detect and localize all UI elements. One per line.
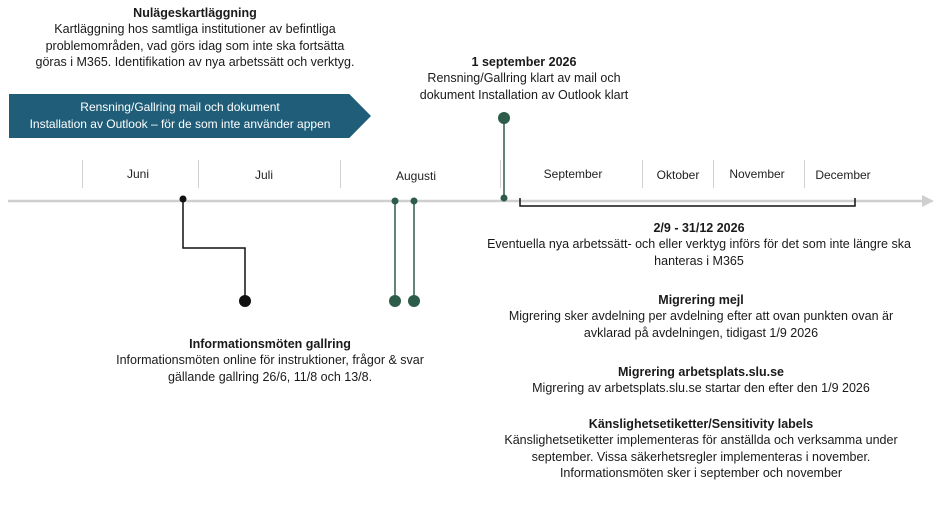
- sensitivity-labels-line: Känslighetsetiketter implementeras för a…: [504, 433, 898, 447]
- migrering-arbetsplats-block: Migrering arbetsplats.slu.se Migrering a…: [470, 364, 932, 397]
- info-meeting-end-dot: [239, 295, 251, 307]
- period-title: 2/9 - 31/12 2026: [653, 221, 745, 235]
- month-label-oktober: Oktober: [656, 168, 700, 182]
- milestone-title: 1 september 2026: [471, 55, 577, 69]
- month-divider: [500, 160, 501, 188]
- info-meeting-line: Informationsmöten online för instruktion…: [116, 353, 424, 367]
- period-line: hanteras i M365: [654, 253, 744, 268]
- milestone-block: 1 september 2026 Rensning/Gallring klart…: [385, 54, 663, 103]
- migrering-mejl-title: Migrering mejl: [658, 293, 744, 307]
- month-divider: [198, 160, 199, 188]
- aug-marker-2-top: [410, 197, 418, 205]
- gallring-arrow-banner: Rensning/Gallring mail och dokument Inst…: [9, 94, 371, 138]
- period-block: 2/9 - 31/12 2026 Eventuella nya arbetssä…: [460, 220, 938, 269]
- milestone-line: Rensning/Gallring klart av mail och: [427, 71, 621, 85]
- month-label-juli: Juli: [254, 168, 273, 182]
- nulage-line: Kartläggning hos samtliga institutioner …: [54, 22, 336, 36]
- sensitivity-labels-line: september. Vissa säkerhetsregler impleme…: [531, 449, 871, 464]
- month-label-december: December: [815, 168, 871, 182]
- timeline-arrowhead: [922, 195, 934, 207]
- nulage-line: problemområden, vad görs idag som inte s…: [45, 38, 345, 53]
- banner-line: Installation av Outlook – för de som int…: [29, 117, 331, 131]
- sensitivity-labels-line: Informationsmöten sker i september och n…: [559, 466, 843, 480]
- migrering-arbetsplats-title: Migrering arbetsplats.slu.se: [617, 365, 785, 379]
- period-bracket: [519, 198, 856, 207]
- month-label-september: September: [543, 167, 603, 181]
- info-meeting-connector: [182, 199, 246, 301]
- migrering-arbetsplats-line: Migrering av arbetsplats.slu.se startar …: [532, 381, 870, 395]
- nulage-line: göras i M365. Identifikation av nya arbe…: [35, 55, 355, 69]
- info-meeting-start-dot: [179, 195, 187, 203]
- banner-line: Rensning/Gallring mail och dokument: [80, 100, 280, 114]
- period-line: Eventuella nya arbetssätt- och eller ver…: [487, 237, 911, 251]
- month-label-juni: Juni: [126, 167, 149, 181]
- month-divider: [642, 160, 643, 188]
- milestone-dot: [498, 112, 510, 124]
- sensitivity-labels-title: Känslighetsetiketter/Sensitivity labels: [588, 417, 814, 431]
- month-label-augusti: Augusti: [395, 169, 437, 183]
- month-divider: [340, 160, 341, 188]
- aug-marker-2-dot: [408, 295, 420, 307]
- aug-marker-1-top: [391, 197, 399, 205]
- nulage-block: Nulägeskartläggning Kartläggning hos sam…: [10, 5, 380, 71]
- month-divider: [804, 160, 805, 188]
- migrering-mejl-line: Migrering sker avdelning per avdelning e…: [508, 309, 894, 323]
- milestone-line: dokument Installation av Outlook klart: [419, 87, 629, 102]
- migrering-mejl-line: avklarad på avdelningen, tidigast 1/9 20…: [583, 325, 819, 340]
- month-divider: [713, 160, 714, 188]
- info-meeting-title: Informationsmöten gallring: [189, 337, 351, 351]
- info-meeting-block: Informationsmöten gallring Informationsm…: [70, 336, 470, 385]
- migrering-mejl-block: Migrering mejl Migrering sker avdelning …: [470, 292, 932, 341]
- aug-marker-1-dot: [389, 295, 401, 307]
- nulage-title: Nulägeskartläggning: [133, 6, 257, 20]
- milestone-base-dot: [500, 194, 508, 202]
- info-meeting-line: gällande gallring 26/6, 11/8 och 13/8.: [167, 369, 373, 384]
- month-label-november: November: [729, 167, 785, 181]
- month-divider: [82, 160, 83, 188]
- sensitivity-labels-block: Känslighetsetiketter/Sensitivity labels …: [470, 416, 932, 482]
